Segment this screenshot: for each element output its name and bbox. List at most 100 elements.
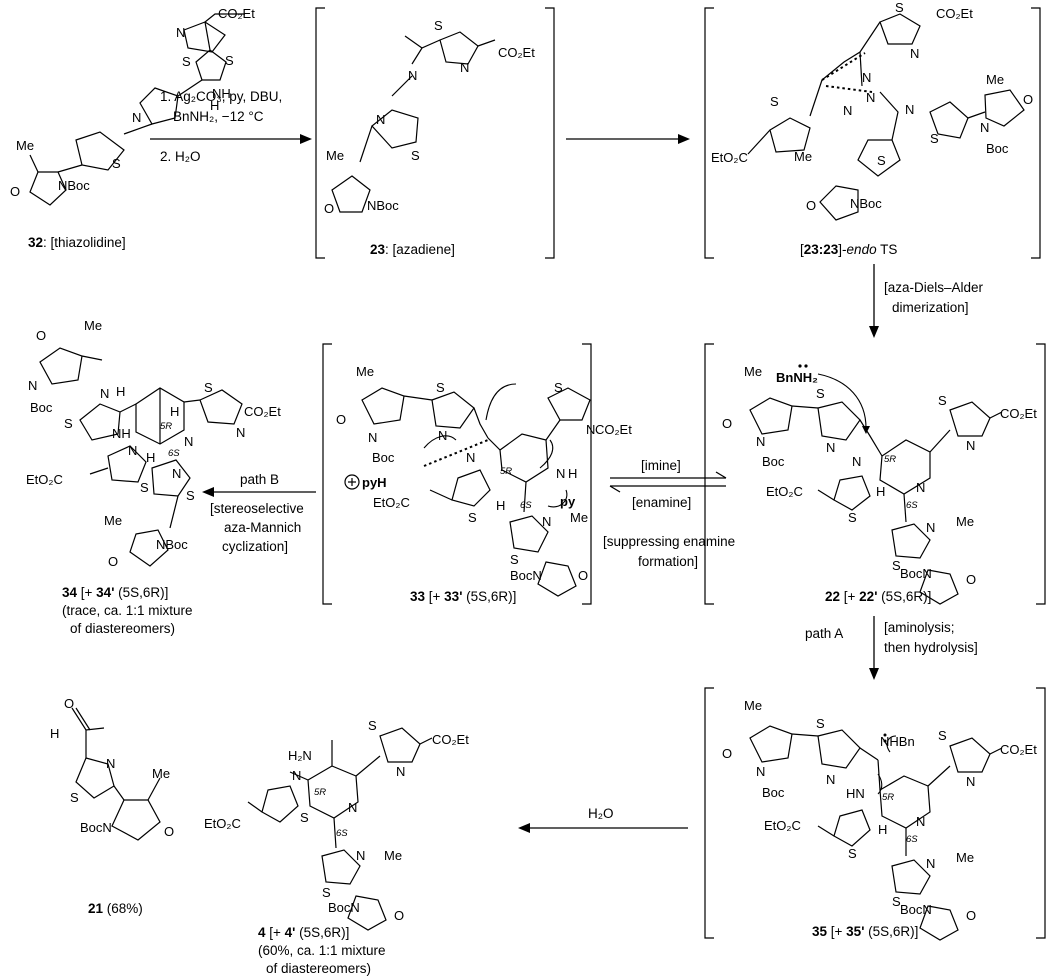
compound-prime-34: 34' xyxy=(96,585,114,600)
atom-s: S xyxy=(186,488,195,503)
atom-s: S xyxy=(930,131,939,146)
curly-arrow-enamine xyxy=(485,383,517,421)
atom-o: O xyxy=(336,412,346,427)
atom-eto2c: EtO₂C xyxy=(764,818,801,833)
atom-n: N xyxy=(184,434,193,449)
atom-s: S xyxy=(112,156,121,171)
condition-step1-line3: 2. H₂O xyxy=(160,149,201,164)
arrowhead xyxy=(869,668,879,680)
atom-n: N xyxy=(100,386,109,401)
compound-number-23: 23 xyxy=(370,242,386,257)
atom-o: O xyxy=(578,568,588,583)
atom-n: N xyxy=(542,514,551,529)
bracket-left-22 xyxy=(704,343,714,605)
atom-h: H xyxy=(876,484,885,499)
compound-number-22: 22 xyxy=(825,589,840,604)
atom-s: S xyxy=(895,0,904,15)
atom-eto2c: EtO₂C xyxy=(373,495,410,510)
atom-s: S xyxy=(554,380,563,395)
atom-h: H xyxy=(210,98,219,113)
stereo-5r: 5R xyxy=(884,454,896,465)
atom-eto2c: EtO₂C xyxy=(204,816,241,831)
atom-nh: NH xyxy=(212,86,231,101)
atom-o: O xyxy=(722,416,732,431)
atom-n: N xyxy=(826,440,835,455)
atom-me: Me xyxy=(956,850,974,865)
atom-n: N xyxy=(852,454,861,469)
atom-s: S xyxy=(816,386,825,401)
ts-tail: TS xyxy=(877,242,898,257)
bracket-left-35 xyxy=(704,687,714,939)
stereo-5r: 5R xyxy=(314,787,326,798)
atom-s: S xyxy=(816,716,825,731)
condition-enamine: [enamine] xyxy=(632,495,691,510)
bracket-left-23 xyxy=(315,7,325,259)
compound-config-34: (5S,6R)] xyxy=(114,585,168,600)
atom-boc: Boc xyxy=(986,141,1009,156)
condition-dimer-line2: dimerization] xyxy=(892,300,969,315)
atom-s: S xyxy=(877,153,886,168)
atom-n: N xyxy=(466,450,475,465)
atom-n: N xyxy=(905,102,914,117)
label-4: 4 [+ 4' (5S,6R)] xyxy=(258,925,349,940)
atom-s: S xyxy=(225,53,234,68)
condition-aminolysis-line2: then hydrolysis] xyxy=(884,640,978,655)
atom-n: N xyxy=(826,772,835,787)
atom-eto2c: EtO₂C xyxy=(26,472,63,487)
curly-arrow-n-pair xyxy=(423,435,457,449)
atom-n: N xyxy=(28,378,37,393)
atom-h: H xyxy=(170,404,179,419)
bracket-left-ts xyxy=(704,7,714,259)
atom-o: O xyxy=(966,572,976,587)
atom-pyh: pyH xyxy=(362,475,387,490)
condition-suppress-line2: formation] xyxy=(638,554,698,569)
atom-n: N xyxy=(862,70,871,85)
atom-n: N xyxy=(756,434,765,449)
atom-n: N xyxy=(460,60,469,75)
atom-s: S xyxy=(848,846,857,861)
ts-endo: endo xyxy=(847,242,878,257)
condition-suppress-line1: [suppressing enamine xyxy=(603,534,735,549)
atom-o: O xyxy=(966,908,976,923)
ts-close-bracket: ]- xyxy=(838,242,846,257)
atom-bocn: BocN xyxy=(900,566,932,581)
atom-me: Me xyxy=(986,72,1004,87)
atom-nhbn: NHBn xyxy=(880,734,915,749)
atom-me: Me xyxy=(84,318,102,333)
atom-bocn: BocN xyxy=(80,820,112,835)
compound-33-structure xyxy=(361,387,591,597)
curly-arrow-py xyxy=(547,489,568,508)
atom-o: O xyxy=(36,328,46,343)
atom-me: Me xyxy=(744,364,762,379)
atom-s: S xyxy=(411,148,420,163)
atom-me: Me xyxy=(956,514,974,529)
lone-pair-dot xyxy=(883,739,887,743)
atom-boc: Boc xyxy=(762,454,785,469)
atom-o: O xyxy=(164,824,174,839)
atom-me: Me xyxy=(152,766,170,781)
atom-me: Me xyxy=(570,510,588,525)
atom-n: N xyxy=(916,814,925,829)
atom-n: N xyxy=(376,112,385,127)
arrowhead xyxy=(518,823,530,833)
atom-n: N xyxy=(292,768,301,783)
curly-arrow-amine xyxy=(886,735,897,753)
bracket-right-23 xyxy=(545,7,555,259)
compound-mid-33: [+ xyxy=(425,589,444,604)
atom-n: N xyxy=(172,466,181,481)
label-34: 34 [+ 34' (5S,6R)] xyxy=(62,585,168,600)
atom-n: N xyxy=(966,774,975,789)
atom-n: N xyxy=(556,466,565,481)
arrowhead xyxy=(678,134,690,144)
atom-co2et: CO₂Et xyxy=(1000,406,1037,421)
atom-oxygen: O xyxy=(64,696,74,711)
condition-path-b: path B xyxy=(240,472,279,487)
label-21: 21 (68%) xyxy=(88,901,143,916)
atom-n: N xyxy=(866,90,875,105)
compound-34-structure xyxy=(39,347,243,567)
lone-pair-dot xyxy=(798,364,802,368)
atom-h: H xyxy=(878,822,887,837)
atom-hn: HN xyxy=(846,786,865,801)
positive-charge-icon xyxy=(344,474,360,490)
atom-n: N xyxy=(128,443,137,458)
